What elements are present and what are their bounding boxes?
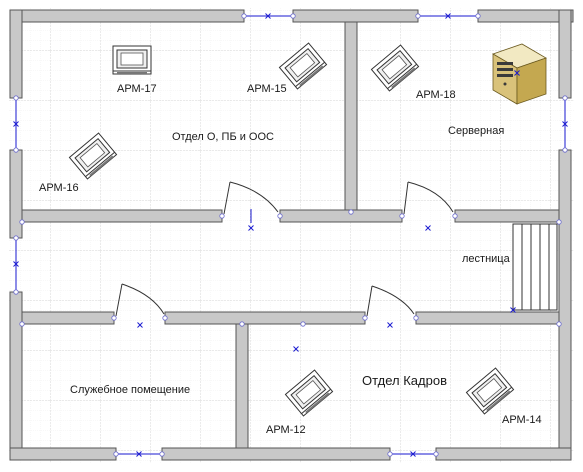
wall-right-1	[558, 9, 572, 99]
label-arm17: АРМ-17	[117, 83, 157, 95]
wall-bottom-1	[9, 447, 117, 461]
wall-partition-upper	[344, 21, 358, 213]
wall-bottom-3	[435, 447, 572, 461]
door-icon	[223, 181, 279, 231]
label-arm18: АРМ-18	[416, 89, 456, 101]
wall-left-1	[9, 9, 23, 99]
wall-left-3	[9, 291, 23, 461]
label-arm16: АРМ-16	[39, 182, 79, 194]
wall-left-2	[9, 149, 23, 239]
wall-right-2	[558, 149, 572, 461]
room-lestnitsa: лестница	[462, 253, 511, 265]
door-icon	[115, 283, 165, 328]
room-otdel-opb: Отдел О, ПБ и ООС	[172, 131, 274, 143]
label-arm15: АРМ-15	[247, 83, 287, 95]
wall-corridor-lower-2	[164, 311, 366, 325]
room-sluzhebnoe: Служебное помещение	[70, 384, 190, 396]
label-arm12: АРМ-12	[266, 424, 306, 436]
room-otdel-kadrov: Отдел Кадров	[362, 373, 447, 388]
stairs-icon	[510, 223, 558, 313]
wall-top-left	[9, 9, 245, 23]
door-icon	[403, 181, 454, 231]
wall-corridor-upper-3	[454, 209, 560, 223]
wall-partition-lower	[235, 323, 249, 449]
wall-bottom-2	[161, 447, 391, 461]
wall-corridor-lower-3	[415, 311, 560, 325]
wall-top-mid	[292, 9, 419, 23]
workstation-icon	[112, 45, 152, 75]
wall-corridor-lower-1	[21, 311, 115, 325]
wall-corridor-upper-1	[21, 209, 223, 223]
room-servernaya: Серверная	[448, 125, 504, 137]
wall-corridor-upper-2	[279, 209, 403, 223]
server-icon	[492, 43, 547, 105]
door-icon	[366, 285, 415, 328]
label-arm14: АРМ-14	[502, 414, 542, 426]
walls	[9, 9, 574, 461]
connectors	[13, 13, 568, 457]
